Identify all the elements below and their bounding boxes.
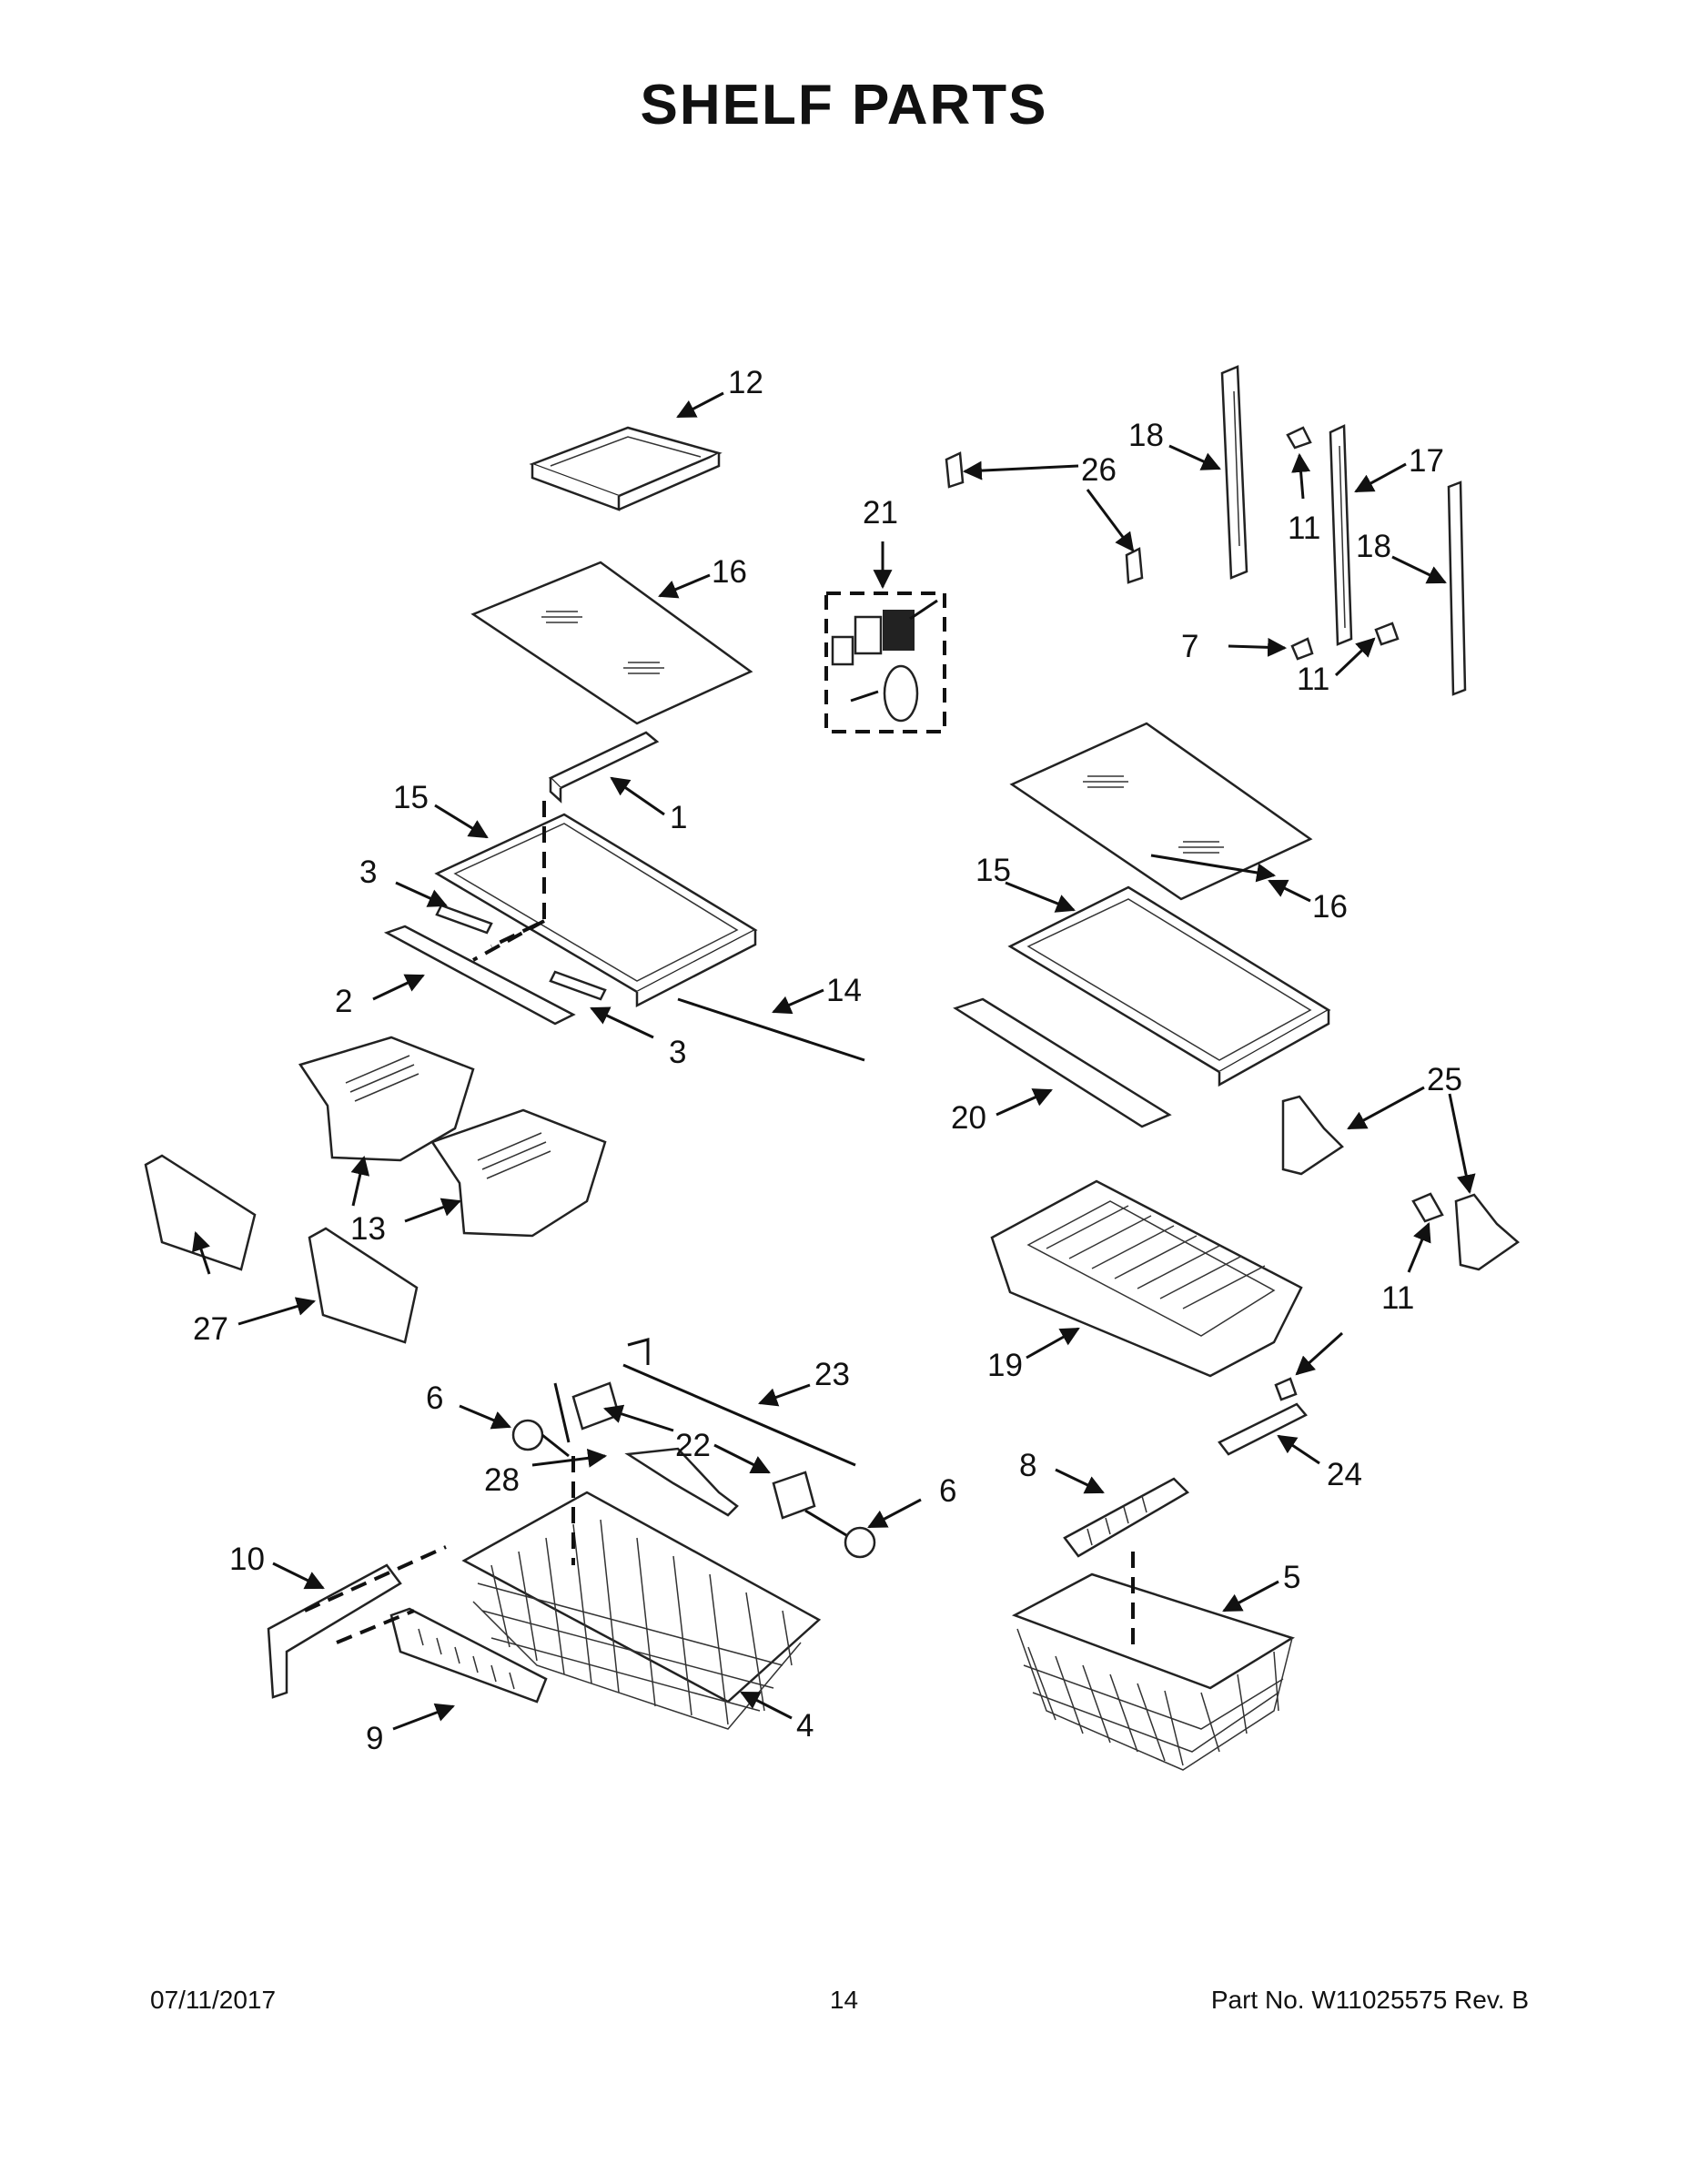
part-22-hinge-left [553, 1381, 621, 1443]
callout-8: 8 [1019, 1448, 1036, 1483]
callout-4: 4 [796, 1708, 814, 1744]
footer-date: 07/11/2017 [150, 1986, 277, 2014]
footer-part-number: Part No. W11025575 Rev. B [1210, 1986, 1529, 2014]
part-21-kit [824, 592, 946, 733]
part-13-crisper-bin-right [430, 1108, 607, 1238]
part-1-slide [548, 731, 660, 804]
callout-2: 2 [335, 984, 352, 1019]
callout-1: 1 [670, 800, 687, 835]
part-28-clip [624, 1447, 739, 1517]
part-11-screw-lower [1274, 1377, 1298, 1401]
leader-lines [192, 391, 1476, 1731]
part-16-glass-shelf-left [470, 561, 753, 725]
part-18-rail-right [1447, 480, 1467, 696]
callout-17: 17 [1409, 443, 1444, 479]
assembly-lines-lower [304, 1456, 1135, 1652]
callout-21: 21 [863, 495, 898, 531]
callout-labels: 12 16 21 26 18 17 11 18 7 11 1 15 3 2 3 … [193, 365, 1462, 1756]
callout-27: 27 [193, 1311, 228, 1347]
callout-22: 22 [675, 1428, 711, 1463]
part-13-crisper-bin-left [298, 1036, 475, 1162]
callout-20: 20 [951, 1100, 986, 1136]
part-3-bracket-b [549, 970, 607, 1001]
part-15-shelf-frame-left [434, 813, 758, 1008]
callout-11-top: 11 [1288, 511, 1320, 546]
callout-28: 28 [484, 1462, 520, 1498]
callout-26: 26 [1081, 452, 1117, 488]
part-25-bracket-b [1454, 1193, 1521, 1271]
part-19-drawer [990, 1179, 1303, 1378]
callout-23: 23 [814, 1357, 850, 1392]
part-11-screw-right [1411, 1192, 1444, 1223]
callout-9: 9 [366, 1721, 383, 1756]
part-23-rod [622, 1338, 856, 1467]
callout-16-left: 16 [712, 554, 747, 590]
part-12-shelf-tray [529, 426, 723, 511]
part-18-rail-left [1220, 365, 1248, 580]
part-3-bracket-a [435, 904, 493, 935]
part-6-gear-right [804, 1509, 876, 1559]
part-26-clips [945, 451, 1144, 584]
callout-3-bottom: 3 [669, 1035, 686, 1070]
callout-7: 7 [1181, 629, 1198, 664]
part-15-shelf-frame-right [1007, 885, 1331, 1087]
callout-11-mid: 11 [1297, 662, 1329, 697]
part-10-divider [267, 1563, 402, 1699]
callout-15-right: 15 [975, 853, 1011, 888]
part-24-plate [1218, 1402, 1308, 1456]
footer-page-number: 14 [829, 1986, 859, 2014]
callout-6-right: 6 [939, 1473, 956, 1509]
callout-24: 24 [1327, 1457, 1362, 1492]
callout-12: 12 [728, 365, 763, 400]
part-17-rail-center [1329, 424, 1353, 646]
callout-18-right: 18 [1356, 529, 1391, 564]
callout-18-left: 18 [1128, 418, 1164, 453]
part-16-glass-shelf-right [1009, 722, 1313, 901]
part-11-screws-top [1286, 426, 1400, 661]
callout-15-left: 15 [393, 780, 429, 815]
part-5-wire-basket [1011, 1572, 1295, 1771]
callout-19: 19 [987, 1348, 1023, 1383]
callout-6-left: 6 [426, 1380, 443, 1416]
callout-3-top: 3 [359, 854, 377, 890]
part-27-drawer-front-b [308, 1227, 419, 1344]
callout-5: 5 [1283, 1560, 1300, 1595]
callout-11-right: 11 [1381, 1280, 1414, 1316]
part-9-divider [389, 1607, 548, 1704]
callout-25: 25 [1427, 1062, 1462, 1097]
part-22-hinge-right [772, 1471, 816, 1520]
callout-10: 10 [229, 1542, 265, 1577]
assembly-lines-left [472, 801, 546, 962]
part-20-trim [953, 997, 1172, 1128]
part-27-drawer-front-a [144, 1154, 257, 1271]
part-25-bracket-a [1281, 1095, 1344, 1176]
callout-16-right: 16 [1312, 889, 1348, 925]
part-6-gear-left [511, 1419, 570, 1458]
part-8-divider [1063, 1477, 1190, 1558]
part-4-wire-basket [461, 1491, 822, 1730]
page-title: SHELF PARTS [640, 74, 1048, 136]
part-2-trim [383, 925, 576, 1026]
callout-14: 14 [826, 973, 862, 1008]
part-14-rod [677, 997, 865, 1062]
callout-13: 13 [350, 1211, 386, 1247]
